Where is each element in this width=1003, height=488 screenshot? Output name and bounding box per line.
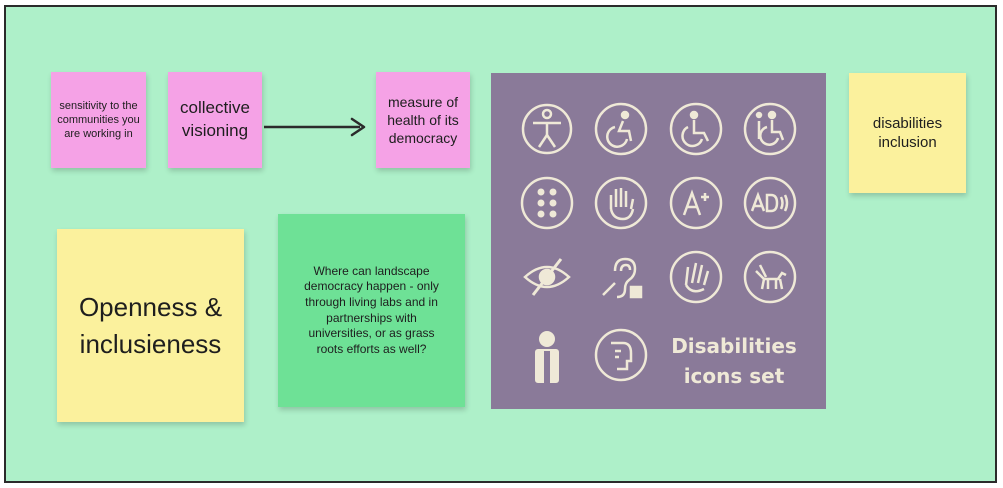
- large-print-icon: [668, 175, 724, 231]
- sticky-note-collective-visioning[interactable]: collective visioning: [168, 72, 262, 168]
- icons-panel-title: Disabilities icons set: [659, 331, 809, 391]
- audio-description-icon: [742, 175, 798, 231]
- connector-arrow[interactable]: [264, 115, 374, 139]
- icons-panel-title-line2: icons set: [683, 364, 785, 388]
- sticky-note-text: sensitivity to the communities you are w…: [57, 99, 140, 141]
- cognitive-icon: [593, 327, 649, 383]
- sticky-note-openness[interactable]: Openness & inclusieness: [57, 229, 244, 422]
- wheelchair-info-icon: [742, 101, 798, 157]
- universal-access-icon: [519, 101, 575, 157]
- guide-dog-icon: [742, 249, 798, 305]
- wheelchair-active-icon: [593, 101, 649, 157]
- sticky-note-text: Openness & inclusieness: [78, 292, 223, 359]
- sticky-note-text: measure of health of its democracy: [387, 93, 459, 147]
- sign-interpretation-icon: [668, 249, 724, 305]
- person-info-icon: [519, 327, 575, 383]
- hearing-assist-icon: [593, 249, 649, 305]
- wheelchair-icon: [668, 101, 724, 157]
- icons-panel-title-line1: Disabilities: [671, 334, 797, 358]
- sticky-note-measure-of-health[interactable]: measure of health of its democracy: [376, 72, 470, 168]
- sticky-note-disabilities-inclusion[interactable]: disabilities inclusion: [849, 73, 966, 193]
- low-vision-icon: [519, 249, 575, 305]
- sticky-note-sensitivity[interactable]: sensitivity to the communities you are w…: [51, 72, 146, 168]
- disabilities-icons-image[interactable]: Disabilities icons set: [491, 73, 826, 409]
- braille-icon: [519, 175, 575, 231]
- sticky-note-text: disabilities inclusion: [872, 114, 943, 152]
- sign-language-icon: [593, 175, 649, 231]
- whiteboard-canvas[interactable]: sensitivity to the communities you are w…: [4, 5, 997, 483]
- sticky-note-text: collective visioning: [180, 98, 250, 140]
- sticky-note-text: Where can landscape democracy happen - o…: [304, 263, 439, 356]
- sticky-note-landscape-democracy[interactable]: Where can landscape democracy happen - o…: [278, 214, 465, 407]
